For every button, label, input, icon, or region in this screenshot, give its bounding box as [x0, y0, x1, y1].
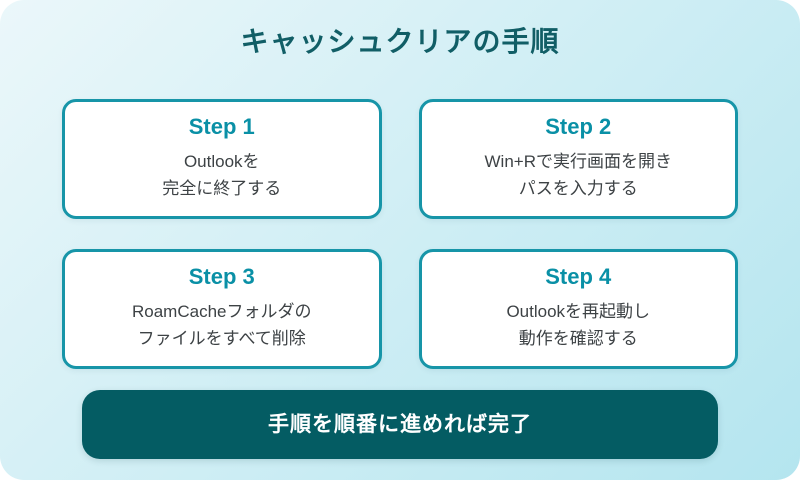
step-card-2: Step 2 Win+Rで実行画面を開き パスを入力する: [418, 98, 738, 219]
step-1-description-line-2: 完全に終了する: [162, 179, 282, 199]
step-4-description: Outlookを再起動し 動作を確認する: [506, 298, 650, 353]
step-3-description-line-2: ファイルをすべて削除: [137, 329, 306, 349]
step-2-description-line-1: Win+Rで実行画面を開き: [484, 151, 672, 171]
step-1-description-line-1: Outlookを: [183, 151, 260, 171]
step-2-description: Win+Rで実行画面を開き パスを入力する: [485, 148, 672, 203]
step-2-description-line-2: パスを入力する: [518, 179, 638, 199]
page-title: キャッシュクリアの手順: [240, 26, 560, 57]
step-4-description-line-2: 動作を確認する: [518, 329, 638, 349]
step-3-label: Step 3: [188, 263, 255, 289]
step-1-label: Step 1: [188, 113, 255, 139]
step-card-1: Step 1 Outlookを 完全に終了する: [62, 98, 382, 219]
step-card-3: Step 3 RoamCacheフォルダの ファイルをすべて削除: [62, 248, 382, 369]
step-card-4: Step 4 Outlookを再起動し 動作を確認する: [418, 248, 738, 369]
step-4-description-line-1: Outlookを再起動し: [506, 301, 651, 321]
step-4-label: Step 4: [545, 263, 612, 289]
completion-banner-text: 手順を順番に進めれば完了: [268, 412, 532, 436]
step-3-description: RoamCacheフォルダの ファイルをすべて削除: [132, 298, 312, 353]
completion-banner: 手順を順番に進めれば完了: [82, 389, 718, 459]
step-1-description: Outlookを 完全に終了する: [162, 148, 281, 203]
steps-grid: Step 1 Outlookを 完全に終了する Step 2 Win+Rで実行画…: [62, 98, 738, 369]
step-2-label: Step 2: [545, 113, 612, 139]
step-3-description-line-1: RoamCacheフォルダの: [132, 301, 312, 321]
